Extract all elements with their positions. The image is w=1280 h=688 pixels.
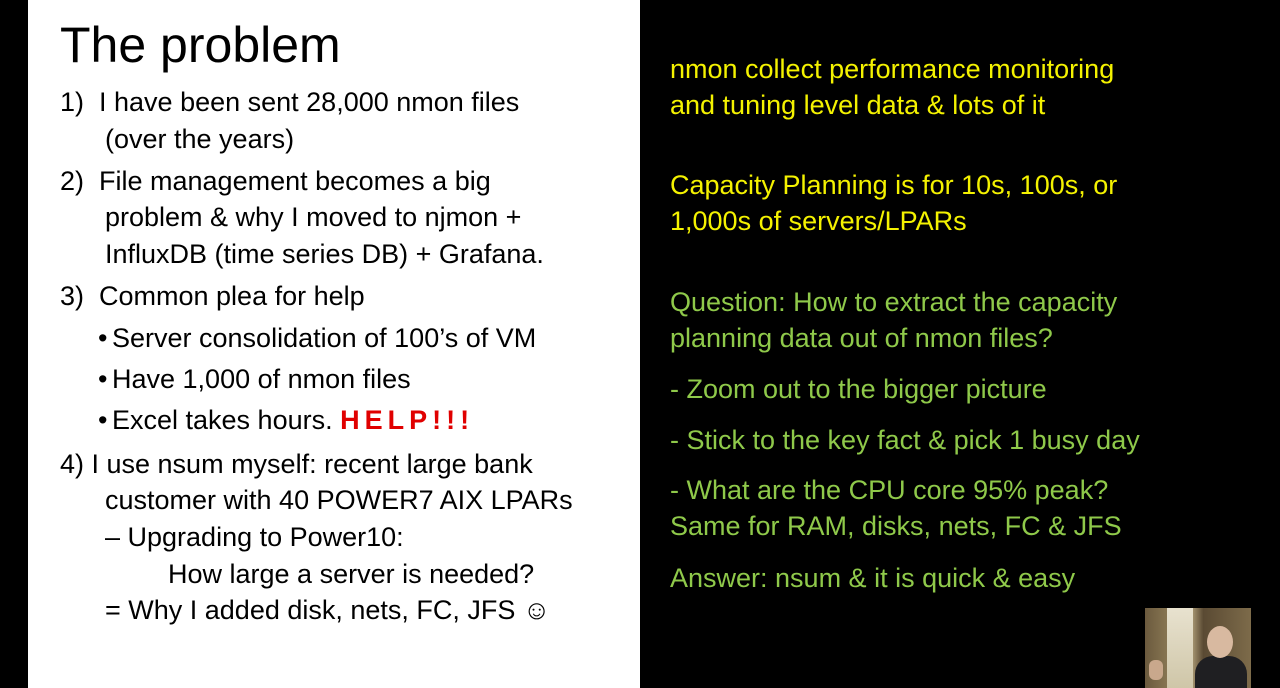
webcam-background-window [1167,608,1193,688]
slide-title: The problem [60,17,341,73]
p2-line2: 1,000s of servers/LPARs [670,206,967,236]
bullet2-text: Have 1,000 of nmon files [112,364,411,394]
item2-line2: problem & why I moved to njmon + [105,202,522,232]
item4-line3: – Upgrading to Power10: [105,522,404,552]
detail-cpu-line1: - What are the CPU core 95% peak? [670,475,1109,505]
bullet3-text: Excel takes hours. [112,405,341,435]
item2-line1: 2) File management becomes a big [60,166,491,196]
webcam-hand [1149,660,1163,680]
slide-left-panel: The problem 1) I have been sent 28,000 n… [28,0,640,688]
webcam-presenter-head [1207,626,1233,658]
detail-cpu-line2: Same for RAM, disks, nets, FC & JFS [670,511,1122,541]
question-line2: planning data out of nmon files? [670,323,1053,353]
presenter-webcam-thumbnail [1145,608,1251,688]
bullet-dot: • [98,323,108,353]
item1-line1: 1) I have been sent 28,000 nmon files [60,87,520,117]
detail-key-fact: - Stick to the key fact & pick 1 busy da… [670,425,1140,455]
p1-line1: nmon collect performance monitoring [670,54,1115,84]
item4-line1: 4) I use nsum myself: recent large bank [60,449,533,479]
item3: 3) Common plea for help [60,281,365,311]
bullet1-text: Server consolidation of 100’s of VM [112,323,537,353]
item4-line4: How large a server is needed? [168,559,535,589]
bullet-item-3: •Excel takes hours. HELP!!! [98,402,474,438]
item4-line5: = Why I added disk, nets, FC, JFS ☺ [105,595,551,625]
bullet-dot: • [98,405,108,435]
bullet-item-1: •Server consolidation of 100’s of VM [98,320,536,356]
p1-line2: and tuning level data & lots of it [670,90,1046,120]
item2-line3: InfluxDB (time series DB) + Grafana. [105,239,544,269]
p2-line1: Capacity Planning is for 10s, 100s, or [670,170,1118,200]
item4-line2: customer with 40 POWER7 AIX LPARs [105,485,573,515]
slide-right-panel: nmon collect performance monitoring and … [640,0,1280,688]
webcam-presenter-body [1195,656,1247,688]
bullet-item-2: •Have 1,000 of nmon files [98,361,411,397]
help-text: HELP!!! [340,405,475,435]
answer-text: Answer: nsum & it is quick & easy [670,563,1076,593]
item1-line2: (over the years) [105,124,295,154]
question-line1: Question: How to extract the capacity [670,287,1118,317]
detail-zoom-out: - Zoom out to the bigger picture [670,374,1047,404]
bullet-dot: • [98,364,108,394]
